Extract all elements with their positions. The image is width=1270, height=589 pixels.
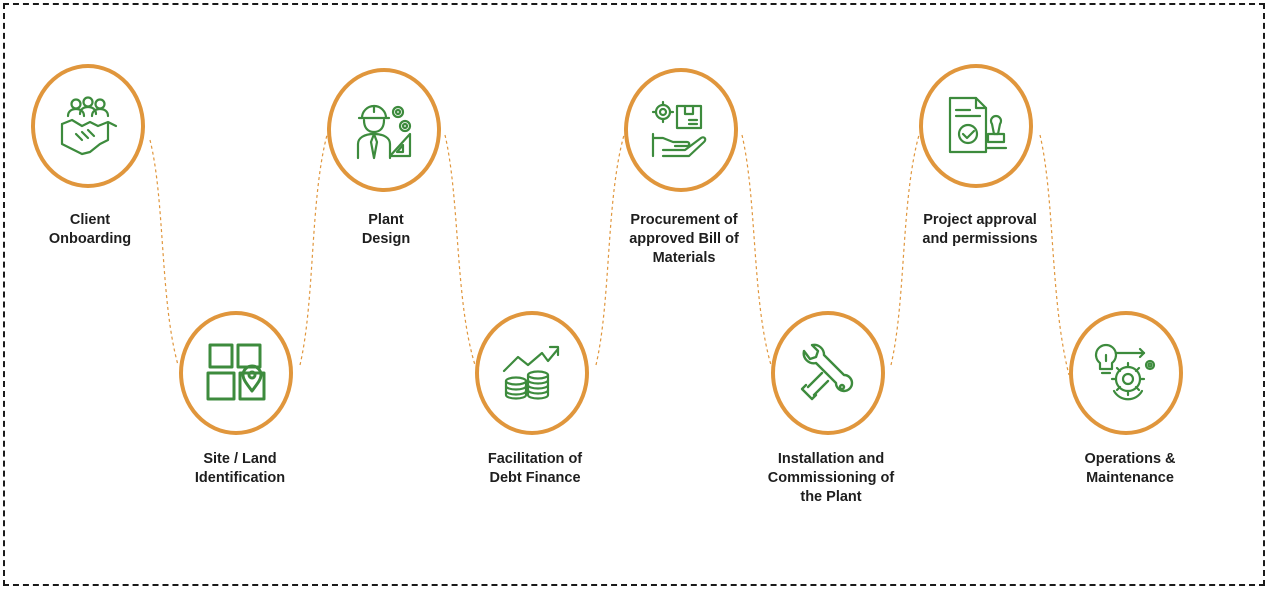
step-circle bbox=[31, 64, 145, 188]
step-circle bbox=[327, 68, 441, 192]
step-circle bbox=[624, 68, 738, 192]
approval-document-icon bbox=[948, 96, 1008, 154]
wrench-icon bbox=[800, 343, 854, 401]
map-pin-icon bbox=[206, 343, 266, 401]
diagram-frame bbox=[3, 3, 1265, 586]
procurement-icon bbox=[651, 100, 707, 158]
engineer-icon bbox=[356, 104, 412, 160]
step-circle bbox=[771, 311, 885, 435]
step-label: Operations &Maintenance bbox=[1084, 451, 1176, 486]
step-circle bbox=[1069, 311, 1183, 435]
gear-bulb-icon bbox=[1094, 343, 1156, 401]
step-circle bbox=[475, 311, 589, 435]
step-circle bbox=[919, 64, 1033, 188]
coins-growth-icon bbox=[502, 345, 560, 400]
handshake-icon bbox=[60, 96, 118, 156]
step-circle bbox=[179, 311, 293, 435]
